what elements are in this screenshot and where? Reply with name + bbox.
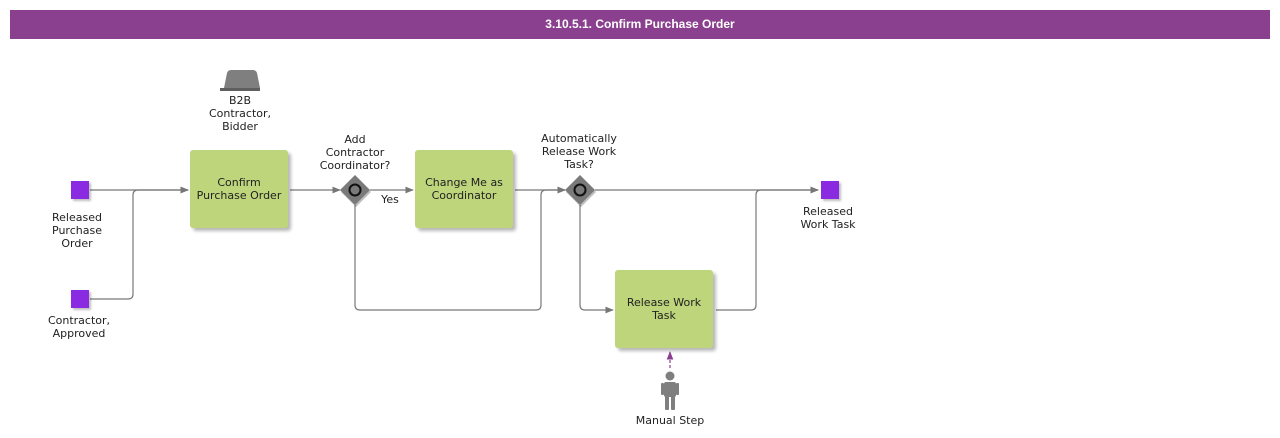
task-confirm-purchase-order[interactable]: Confirm Purchase Order [190, 150, 288, 228]
task-confirm-purchase-order-label: Confirm Purchase Order [196, 176, 282, 202]
diagram-title: 3.10.5.1. Confirm Purchase Order [10, 10, 1270, 39]
gateway-add-coordinator-yes-label: Yes [381, 193, 399, 206]
start-event-released-po [71, 181, 89, 199]
system-resource-label: B2B Contractor, Bidder [208, 94, 272, 133]
end-event-released-work-task-label: Released Work Task [800, 205, 856, 231]
connector-gateway-to-release [579, 205, 614, 314]
start-event-contractor-approved-label: Contractor, Approved [47, 314, 111, 340]
end-event-released-work-task [821, 181, 839, 199]
system-icon [220, 70, 260, 91]
task-change-me-as-coordinator-label: Change Me as Coordinator [425, 176, 503, 202]
start-event-contractor-approved [71, 290, 89, 308]
connector-approved-to-confirm [90, 186, 189, 300]
connector-gateway-no [354, 186, 566, 311]
gateway-add-coordinator [340, 175, 371, 207]
connector-release-to-end [716, 186, 819, 311]
gateway-auto-release-label: Automatically Release Work Task? [541, 132, 617, 171]
person-icon [661, 371, 679, 410]
task-release-work-task[interactable]: Release Work Task [615, 270, 713, 348]
manual-step-label: Manual Step [635, 414, 705, 427]
gateway-auto-release [565, 175, 596, 207]
start-event-released-po-label: Released Purchase Order [52, 211, 102, 250]
gateway-add-coordinator-label: Add Contractor Coordinator? [319, 133, 391, 172]
task-release-work-task-label: Release Work Task [626, 296, 702, 322]
task-change-me-as-coordinator[interactable]: Change Me as Coordinator [415, 150, 513, 228]
